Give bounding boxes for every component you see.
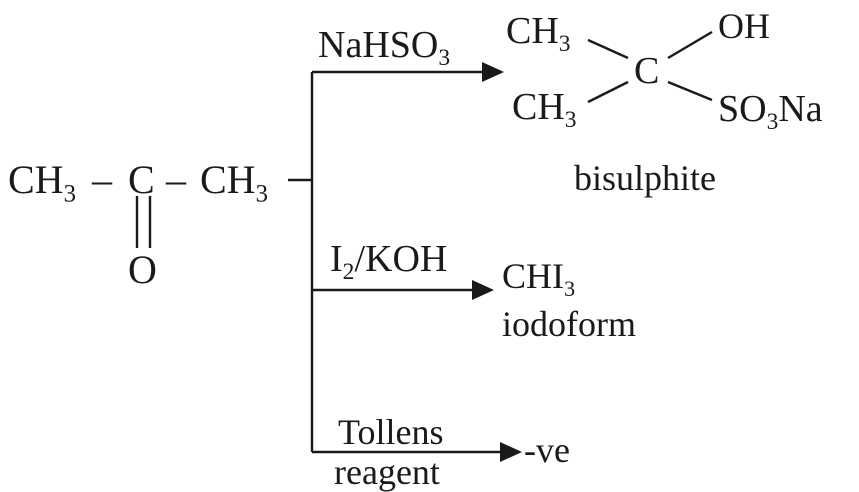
product-so-sub: 3 [766,109,779,136]
product-bond-ch3-bottom [587,80,629,104]
arrow-top-head [482,62,504,82]
product-chi-sub: 3 [564,275,576,301]
reagent-koh: /KOH [354,238,448,280]
product-sulphonate: SO3Na [718,88,823,134]
product-center-carbon: C [634,50,660,92]
result-negative: -ve [524,430,570,470]
reactant-dash-left: – [92,157,112,202]
reagent-nahso3-sub: 3 [438,45,451,72]
product-ch3-bottom: CH3 [512,86,577,132]
reactant-oxygen: O [128,247,157,292]
caption-bisulphite: bisulphite [574,158,716,198]
product-so-main: SO [718,88,767,130]
arrow-middle-head [472,280,494,300]
reagent-nahso3: NaHSO3 [318,24,450,70]
reactant-right-methyl: CH3 [200,157,268,207]
reactant-left-ch: CH [8,157,64,202]
reactant-carbon: C [128,157,155,202]
arrow-bottom-head [500,442,522,462]
reagent-i: I [330,238,343,280]
reagent-i2-koh: I2/KOH [330,238,448,284]
caption-iodoform: iodoform [502,304,636,344]
reactant-dash-right: – [166,157,186,202]
product-so-tail: Na [778,88,823,130]
product-hydroxyl: OH [718,6,770,46]
reactant-left-sub: 3 [63,180,76,208]
reagent-tollens-line2: reagent [334,452,440,492]
product-bond-so3na [667,80,713,102]
product-ch3-top-sub: 3 [558,31,571,58]
product-bond-ch3-top [587,38,629,60]
product-ch3-bottom-ch: CH [512,86,565,128]
product-ch3-top: CH3 [506,10,571,56]
product-ch3-bottom-sub: 3 [564,107,577,134]
reactant-left-methyl: CH3 [8,157,76,207]
reagent-i-sub: 2 [342,259,355,286]
product-chi3: CHI3 [502,256,575,299]
reagent-tollens-line1: Tollens [338,412,444,452]
product-chi-main: CHI [502,256,564,296]
product-bond-oh [667,30,713,60]
reactant-right-sub: 3 [255,180,268,208]
reagent-nahso3-main: NaHSO [318,24,439,66]
reactant-right-ch: CH [200,157,256,202]
product-ch3-top-ch: CH [506,10,559,52]
